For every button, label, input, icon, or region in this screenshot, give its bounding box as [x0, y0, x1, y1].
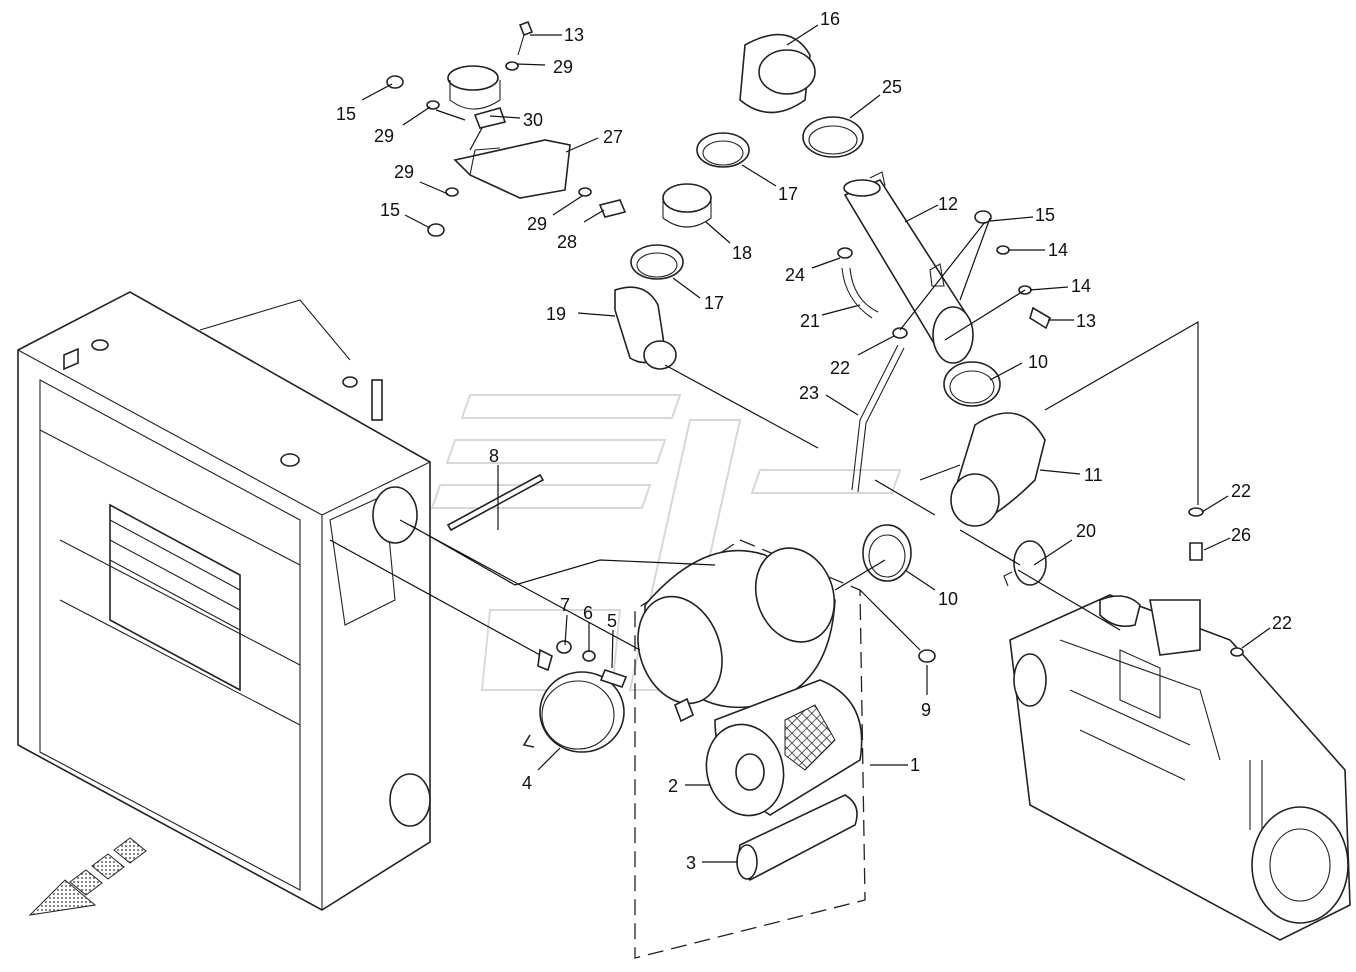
callout-3: 3 — [686, 853, 696, 873]
callout-29-top: 29 — [553, 57, 573, 77]
callout-15-right: 15 — [1035, 205, 1055, 225]
callout-22-engine: 22 — [1272, 613, 1292, 633]
callout-24: 24 — [785, 265, 805, 285]
air-filter-assembly-1 — [634, 539, 866, 959]
callout-19: 19 — [546, 304, 566, 324]
callout-6: 6 — [583, 603, 593, 623]
callout-14-upper: 14 — [1048, 240, 1068, 260]
callout-29-left-lower: 29 — [394, 162, 414, 182]
hose-clamp-25 — [802, 116, 864, 158]
hose-clamp-10-lower — [862, 524, 912, 582]
callout-13-top: 13 — [564, 25, 584, 45]
callout-16: 16 — [820, 9, 840, 29]
hose-clamp-17-lower — [630, 244, 684, 280]
callout-18: 18 — [732, 243, 752, 263]
callout-29-left-upper: 29 — [374, 126, 394, 146]
seal-strip-8 — [446, 473, 545, 532]
callout-20: 20 — [1076, 521, 1096, 541]
callout-25: 25 — [882, 77, 902, 97]
hose-clamp-20 — [1003, 540, 1047, 587]
elbow-hose-11 — [950, 412, 1046, 527]
callout-21: 21 — [800, 311, 820, 331]
callout-17-lower: 17 — [704, 293, 724, 313]
callout-4: 4 — [522, 773, 532, 793]
callout-9: 9 — [921, 700, 931, 720]
callout-28: 28 — [557, 232, 577, 252]
hose-clamp-10-upper — [943, 361, 1001, 407]
mounting-strap-4 — [522, 648, 625, 753]
callout-29-bottom: 29 — [527, 214, 547, 234]
callout-8: 8 — [489, 446, 499, 466]
breather-tubes — [837, 210, 1051, 493]
callout-2: 2 — [668, 776, 678, 796]
callout-17-upper: 17 — [778, 184, 798, 204]
callout-10-upper: 10 — [1028, 352, 1048, 372]
callout-13-right: 13 — [1076, 311, 1096, 331]
elbow-hose-16 — [739, 33, 816, 114]
callout-11: 11 — [1084, 465, 1103, 485]
callout-30: 30 — [523, 110, 543, 130]
engine-block — [1009, 594, 1351, 941]
callout-1: 1 — [910, 755, 920, 775]
callout-15-left-lower: 15 — [380, 200, 400, 220]
callout-labels: 1 2 3 4 5 6 7 8 9 10 10 11 12 13 13 14 1… — [336, 9, 1292, 873]
callout-26: 26 — [1231, 525, 1251, 545]
callout-7: 7 — [560, 595, 570, 615]
callout-15-left-upper: 15 — [336, 104, 356, 124]
callout-23: 23 — [799, 383, 819, 403]
hose-clamp-17-upper — [696, 132, 750, 168]
callout-22-upper: 22 — [1231, 481, 1251, 501]
elbow-hose-19 — [614, 286, 677, 370]
callout-22-tube: 22 — [830, 358, 850, 378]
front-direction-arrow — [28, 837, 147, 916]
callout-27: 27 — [603, 127, 623, 147]
callout-10-lower: 10 — [938, 589, 958, 609]
callout-5: 5 — [607, 611, 617, 631]
strap-hardware — [556, 640, 936, 688]
callout-12: 12 — [938, 194, 958, 214]
mounting-bracket-assembly — [386, 20, 627, 237]
connector-sleeve-18 — [662, 183, 712, 228]
leader-lines — [329, 24, 1271, 863]
radiator-frame — [17, 291, 431, 911]
callout-14-lower: 14 — [1071, 276, 1091, 296]
